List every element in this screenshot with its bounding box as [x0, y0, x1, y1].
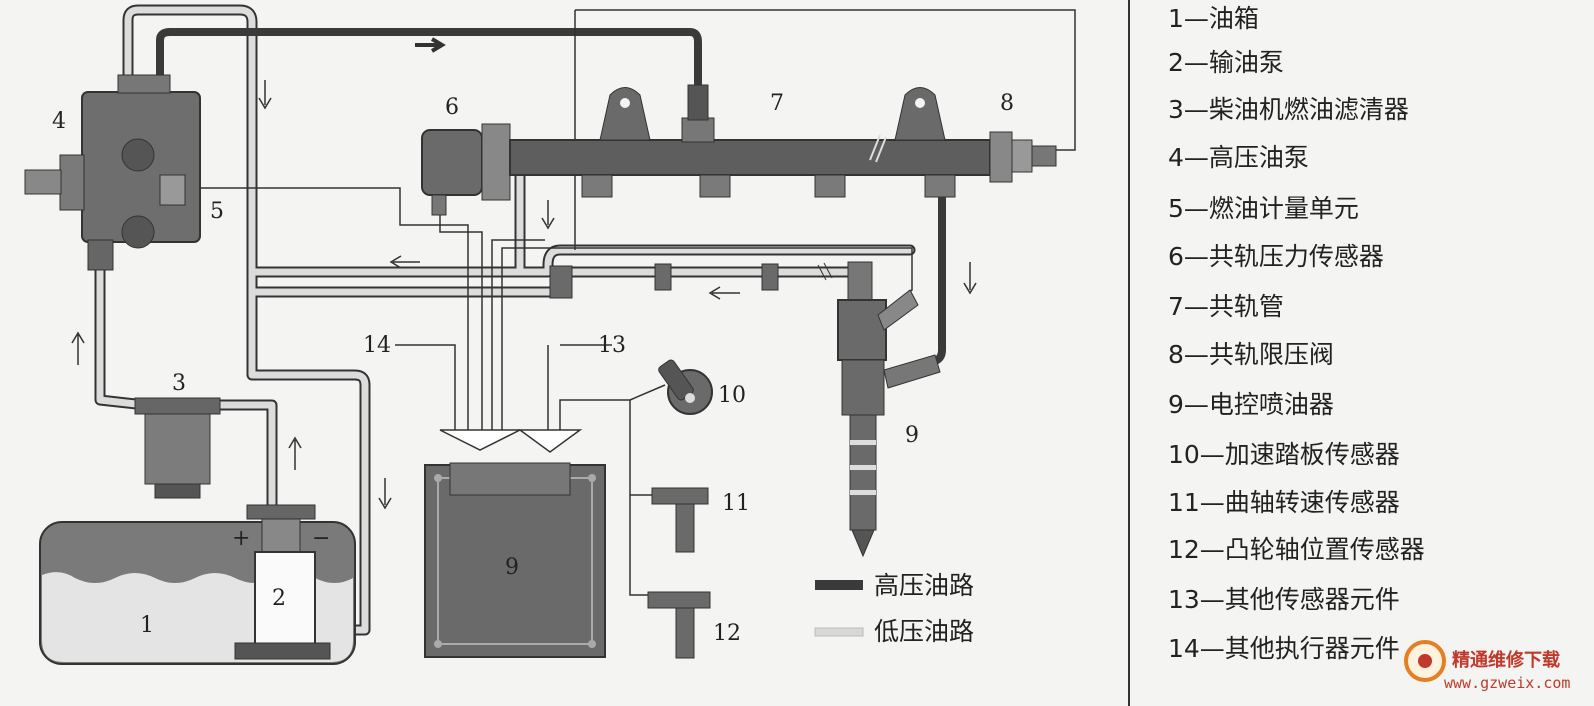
high-pressure-lines	[156, 28, 946, 376]
high-pressure-pump: 4 5	[24, 74, 224, 271]
ecu-label: 9	[505, 555, 519, 580]
injector: 9	[837, 261, 941, 558]
callout-9: 9	[905, 423, 919, 448]
terminal-plus: +	[232, 526, 250, 551]
line-type-legend: 高压油路 低压油路	[814, 571, 974, 646]
accelerator-pedal-sensor: 10	[658, 359, 746, 415]
callout-10: 10	[718, 383, 746, 408]
camshaft-position-sensor: 12	[647, 591, 741, 659]
crankshaft-speed-sensor: 11	[651, 487, 750, 553]
high-pressure-label: 高压油路	[874, 571, 974, 600]
low-pressure-label: 低压油路	[874, 617, 974, 646]
legend-item: 4—高压油泵	[1168, 143, 1309, 172]
callout-14: 14	[363, 333, 391, 358]
callout-12: 12	[713, 621, 741, 646]
callout-11: 11	[722, 491, 750, 516]
legend-item: 5—燃油计量单元	[1168, 194, 1359, 223]
legend-item: 2—输油泵	[1168, 48, 1284, 77]
ecu: 9 14 13	[363, 333, 626, 658]
watermark-logo-icon	[1404, 640, 1446, 682]
legend-item: 6—共轨压力传感器	[1168, 242, 1384, 271]
legend-item: 7—共轨管	[1168, 292, 1284, 321]
flow-arrows	[71, 37, 977, 510]
callout-2: 2	[272, 586, 286, 611]
legend-item: 8—共轨限压阀	[1168, 340, 1334, 369]
terminal-minus: −	[312, 526, 330, 551]
legend-divider	[1128, 0, 1130, 706]
watermark: 精通维修下载 www.gzweix.com	[1400, 636, 1590, 702]
callout-6: 6	[445, 95, 459, 120]
legend-item: 14—其他执行器元件	[1168, 634, 1400, 663]
return-connectors	[549, 262, 833, 299]
transfer-pump: 2 + −	[232, 504, 331, 660]
callout-3: 3	[172, 371, 186, 396]
callout-7: 7	[770, 91, 784, 116]
high-pressure-swatch	[815, 580, 863, 590]
legend-item: 11—曲轴转速传感器	[1168, 488, 1400, 517]
callout-8: 8	[1000, 91, 1014, 116]
pressure-limiting-valve: 8	[989, 91, 1057, 183]
watermark-title: 精通维修下载	[1452, 650, 1560, 671]
legend-item: 13—其他传感器元件	[1168, 585, 1400, 614]
callout-5: 5	[210, 199, 224, 224]
legend-item: 9—电控喷油器	[1168, 390, 1334, 419]
callout-4: 4	[52, 109, 66, 134]
legend-item: 1—油箱	[1168, 4, 1259, 33]
legend-item: 3—柴油机燃油滤清器	[1168, 95, 1409, 124]
common-rail: 7	[509, 84, 991, 198]
legend-item: 12—凸轮轴位置传感器	[1168, 535, 1425, 564]
legend-item: 10—加速踏板传感器	[1168, 440, 1400, 469]
callout-1: 1	[140, 613, 154, 638]
low-pressure-swatch	[814, 627, 864, 637]
fuel-filter: 3	[134, 371, 221, 499]
callout-13: 13	[598, 333, 626, 358]
rail-pressure-sensor: 6	[421, 95, 511, 216]
watermark-url: www.gzweix.com	[1444, 674, 1571, 692]
